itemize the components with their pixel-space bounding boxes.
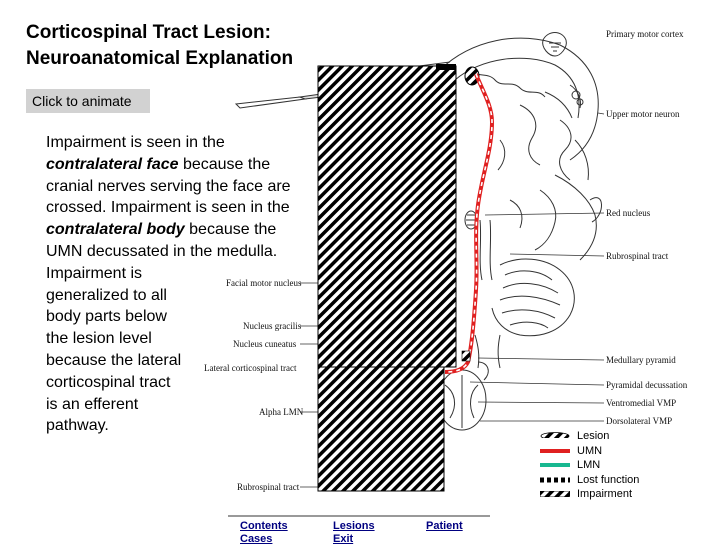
label-nucleus-gracilis: Nucleus gracilis [243, 321, 302, 331]
label-primary-motor-cortex: Primary motor cortex [606, 29, 684, 39]
explanation-line: corticospinal tract [46, 373, 171, 391]
page-title: Corticospinal Tract Lesion: Neuroanatomi… [26, 20, 293, 72]
nav-link-patient[interactable]: Patient [426, 520, 463, 532]
brain-section [435, 37, 602, 431]
umn-swatch [540, 448, 570, 453]
umn-pathway [444, 73, 495, 374]
impairment-overlay [317, 64, 457, 492]
animate-button[interactable]: Click to animate [26, 89, 150, 113]
lost-function-swatch [540, 477, 570, 482]
lesion-marker [464, 66, 480, 86]
label-nucleus-cuneatus: Nucleus cuneatus [233, 339, 297, 349]
emphasis-contralateral-body: contralateral body [46, 221, 185, 239]
explanation-line: because the lateral [46, 351, 182, 369]
explanation-text: Impairment is seen in the contralateral … [46, 132, 291, 437]
homunculus-icon [542, 32, 567, 57]
explanation-line: contralateral face because the [46, 155, 271, 173]
label-alpha-lmn: Alpha LMN [259, 407, 304, 417]
label-lateral-corticospinal-tract: Lateral corticospinal tract [204, 363, 297, 373]
lost-function-marker [461, 350, 471, 362]
label-leader-lines [300, 112, 605, 488]
label-upper-motor-neuron: Upper motor neuron [606, 109, 680, 119]
label-rubrospinal-tract-bottom: Rubrospinal tract [237, 482, 300, 492]
hatch-pattern-icon [540, 432, 570, 438]
explanation-line: Impairment is [46, 264, 143, 282]
title-line-2: Neuroanatomical Explanation [26, 48, 294, 69]
legend-label-impairment: Impairment [577, 488, 633, 500]
label-ventromedial-vmp: Ventromedial VMP [606, 398, 677, 408]
label-pyramidal-decussation: Pyramidal decussation [606, 380, 688, 390]
explanation-line: Impairment is seen in the [46, 134, 225, 151]
legend-label-umn: UMN [577, 444, 603, 457]
explanation-line: contralateral body because the [46, 221, 277, 239]
label-rubrospinal-tract-right: Rubrospinal tract [606, 251, 669, 261]
legend-label-lmn: LMN [577, 459, 601, 471]
nav-link-contents[interactable]: Contents [240, 520, 288, 532]
explanation-line: body parts below [46, 308, 167, 326]
explanation-line: is an efferent [46, 395, 139, 413]
explanation-line: generalized to all [46, 286, 167, 304]
emphasis-contralateral-face: contralateral face [46, 155, 179, 173]
explanation-line: cranial nerves serving the face are [46, 177, 291, 195]
nav-link-lesions[interactable]: Lesions [333, 520, 375, 532]
legend-label-lost-function: Lost function [577, 473, 640, 486]
label-dorsolateral-vmp: Dorsolateral VMP [606, 416, 673, 426]
explanation-line: the lesion level [46, 330, 152, 348]
lmn-swatch [540, 463, 570, 467]
explanation-line: pathway. [46, 417, 109, 435]
explanation-line: crossed. Impairment is seen in the [46, 199, 290, 217]
label-facial-motor-nucleus: Facial motor nucleus [226, 278, 302, 288]
label-red-nucleus: Red nucleus [606, 208, 651, 218]
title-line-1: Corticospinal Tract Lesion: [26, 22, 271, 43]
label-medullary-pyramid: Medullary pyramid [606, 355, 676, 365]
impairment-swatch [540, 491, 570, 497]
explanation-line: UMN decussated in the medulla. [46, 242, 278, 260]
legend-label-lesion: Lesion [577, 430, 610, 442]
